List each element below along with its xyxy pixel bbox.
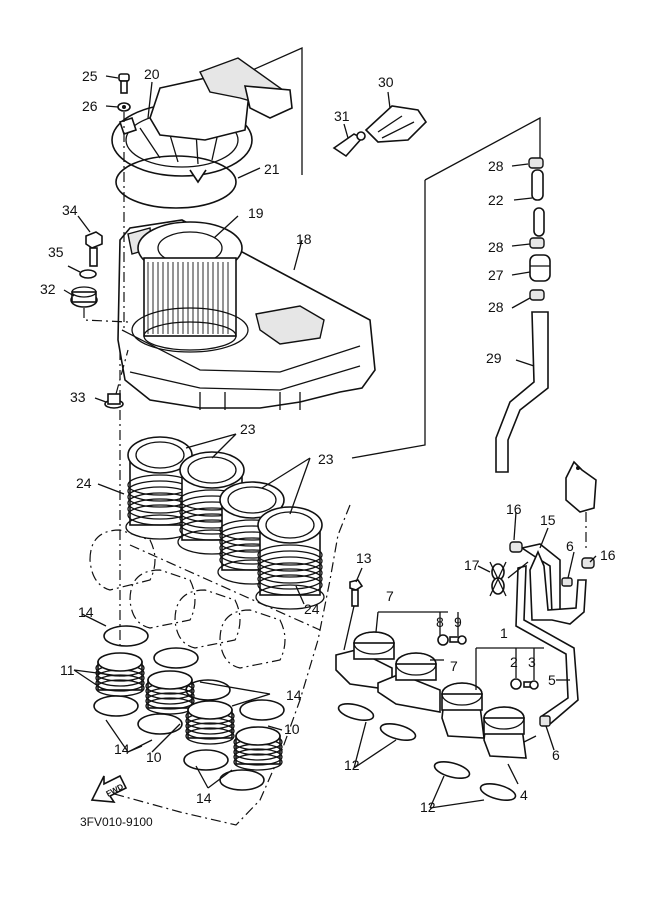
band-14-4 [137, 713, 183, 735]
callout-6-lower: 6 [552, 747, 560, 763]
band-14-1 [103, 625, 149, 647]
callout-9: 9 [454, 614, 462, 630]
callout-28-mid: 28 [488, 239, 504, 255]
joint-assembly-7 [335, 631, 441, 713]
callout-21: 21 [264, 161, 280, 177]
callout-11: 11 [60, 662, 75, 678]
callout-1: 1 [500, 625, 508, 641]
callout-27: 27 [488, 267, 504, 283]
callout-14-a: 14 [78, 604, 94, 620]
clip-16-left [509, 541, 523, 553]
air-filter-element-19 [131, 221, 249, 353]
clip-28-bottom [529, 289, 545, 301]
callout-12-left: 12 [344, 757, 360, 773]
callout-16-left: 16 [506, 501, 522, 517]
callout-22: 22 [488, 192, 504, 208]
drawing-code: 3FV010-9100 [80, 815, 153, 829]
callout-15: 15 [540, 512, 556, 528]
callout-20: 20 [144, 66, 160, 82]
plug-33 [104, 393, 124, 409]
damper-32 [70, 286, 98, 308]
callout-28-bottom: 28 [488, 299, 504, 315]
funnels-23 [125, 436, 325, 610]
callout-5: 5 [548, 672, 556, 688]
callout-14-d: 14 [196, 790, 212, 806]
callout-8: 8 [436, 614, 444, 630]
callout-31: 31 [334, 108, 350, 124]
carburetor-outlines [89, 529, 321, 669]
clip-28-mid [529, 237, 545, 249]
bolt-13 [349, 579, 364, 607]
band-14-6 [239, 699, 285, 721]
callout-10-left: 10 [146, 749, 162, 765]
bracket [565, 460, 597, 513]
gasket-21 [115, 155, 237, 209]
o-rings-12 [337, 702, 517, 802]
carburetor-joint-4 [441, 682, 537, 759]
callout-7-side: 7 [450, 658, 458, 674]
filter-27 [529, 254, 551, 282]
callout-23-left: 23 [240, 421, 256, 437]
washer-26 [117, 102, 131, 112]
hose-29 [495, 311, 549, 473]
callout-35: 35 [48, 244, 64, 260]
callout-34: 34 [62, 202, 78, 218]
bolt-25 [118, 73, 130, 94]
callout-16-right: 16 [600, 547, 616, 563]
funnel-4 [255, 506, 325, 610]
callout-14-b: 14 [286, 687, 302, 703]
hose-22 [531, 169, 545, 237]
intake-joints-10-11 [95, 652, 283, 771]
callout-labels: 25 26 20 21 30 31 28 22 28 27 28 29 19 1… [40, 66, 616, 815]
band-14-5 [185, 679, 231, 701]
air-filter-cap-20 [111, 57, 293, 184]
callout-12-right: 12 [420, 799, 436, 815]
band-14-2 [153, 647, 199, 669]
clip-6-lower [539, 715, 551, 727]
leader-lines [63, 75, 597, 809]
washer-bolt-8-9 [437, 634, 467, 646]
callout-33: 33 [70, 389, 86, 405]
seal-30 [364, 105, 428, 143]
hose-5 [515, 564, 579, 726]
callout-30: 30 [378, 74, 394, 90]
callout-32: 32 [40, 281, 56, 297]
callout-13: 13 [356, 550, 372, 566]
band-14-3 [93, 695, 139, 717]
seal-31 [332, 131, 366, 158]
callout-6-upper: 6 [566, 538, 574, 554]
collar-35 [79, 269, 97, 279]
funnel-2 [177, 451, 247, 555]
callout-23-right: 23 [318, 451, 334, 467]
band-14-8 [219, 769, 265, 791]
callout-17: 17 [464, 557, 480, 573]
callout-7-top: 7 [386, 588, 394, 604]
callout-14-c: 14 [114, 741, 130, 757]
callout-4: 4 [520, 787, 528, 803]
callout-24-left: 24 [76, 475, 92, 491]
callout-25: 25 [82, 68, 98, 84]
callout-10-right: 10 [284, 721, 300, 737]
callout-26: 26 [82, 98, 98, 114]
fwd-arrow-icon: FWD [90, 774, 128, 803]
callout-2: 2 [510, 654, 518, 670]
washer-bolt-2-3 [510, 678, 539, 690]
callout-29: 29 [486, 350, 502, 366]
bolt-34 [85, 231, 103, 267]
callout-28-top: 28 [488, 158, 504, 174]
clip-6-upper [561, 577, 573, 587]
callout-24-right: 24 [304, 601, 320, 617]
bands-14 [93, 625, 285, 791]
band-14-7 [183, 749, 229, 771]
hose-15 [519, 543, 587, 625]
intake-joint-10-b [233, 726, 283, 771]
callout-18: 18 [296, 231, 312, 247]
holder-17 [489, 561, 529, 597]
callout-3: 3 [528, 654, 536, 670]
intake-joint-10-a [185, 700, 235, 745]
clip-28-top [528, 157, 544, 169]
callout-19: 19 [248, 205, 264, 221]
